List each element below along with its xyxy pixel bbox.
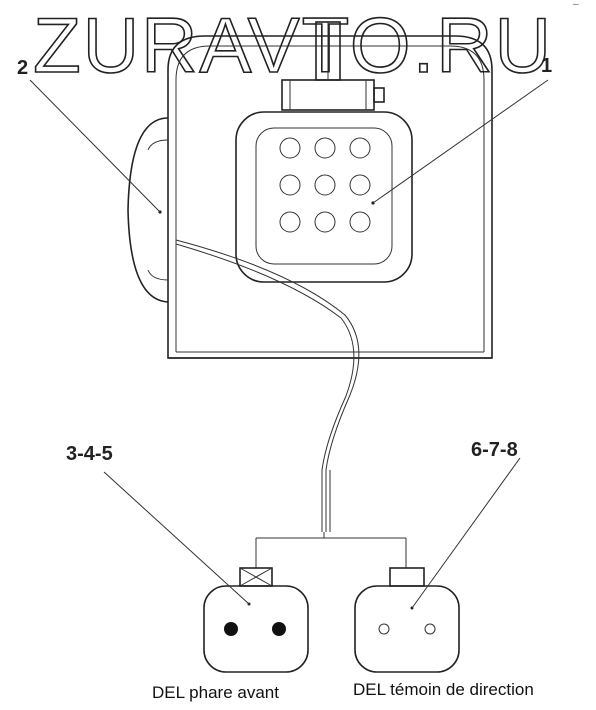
led-dot [279, 137, 301, 159]
watermark-logo: ZURAVTO.RU [32, 2, 553, 82]
pin-filled [224, 622, 238, 636]
leader-lines [29, 79, 549, 609]
pin-filled [272, 622, 286, 636]
led-dot [314, 174, 336, 196]
led-dot [349, 174, 371, 196]
side-cap [127, 117, 169, 303]
led-dot [314, 137, 336, 159]
pin-open [424, 623, 436, 635]
watermark-text: ZURAVTO.RU [33, 2, 553, 82]
wire-cable [175, 239, 360, 532]
caption-right-connector: DEL témoin de direction [353, 680, 534, 699]
harness-split [255, 532, 407, 568]
led-dot [279, 174, 301, 196]
led-dot [279, 211, 301, 233]
headlight-connector [203, 567, 309, 673]
callout-3-4-5: 3-4-5 [66, 443, 113, 465]
mount-bracket [281, 21, 385, 111]
callout-1: 1 [541, 55, 553, 77]
callout-2: 2 [17, 57, 29, 79]
caption-left-connector: DEL phare avant [152, 683, 279, 702]
led-dot [349, 137, 371, 159]
led-dot [314, 211, 336, 233]
led-module [235, 111, 413, 283]
corner-mark: – [573, 0, 579, 10]
led-array [279, 137, 371, 233]
pin-open [378, 623, 390, 635]
indicator-connector [354, 567, 460, 673]
lamp-housing [167, 35, 493, 359]
led-dot [349, 211, 371, 233]
callout-6-7-8: 6-7-8 [471, 439, 518, 461]
